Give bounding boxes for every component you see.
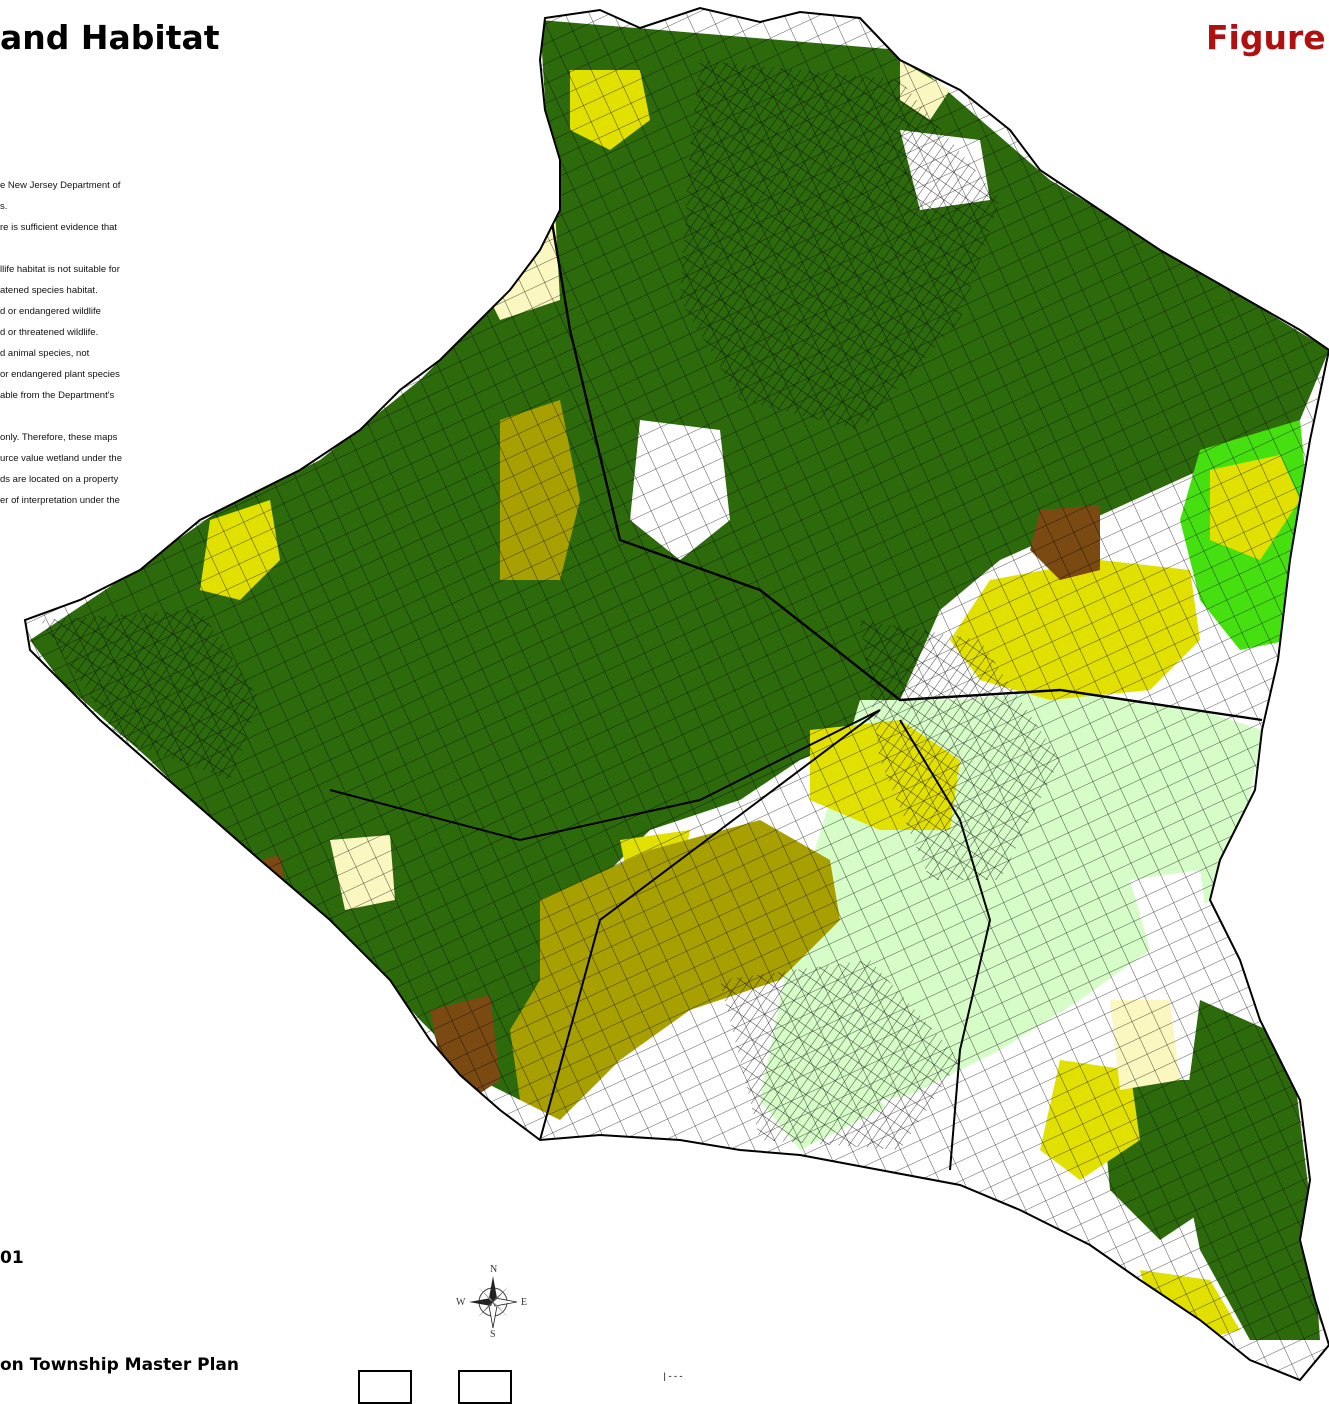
note-line: ds are located on a property (0, 474, 119, 485)
road-southwest (539, 709, 881, 1141)
note-line: atened species habitat. (0, 285, 98, 296)
note-line: d animal species, not (0, 348, 90, 359)
dense-parcels-north (680, 60, 1000, 430)
note-line: re is sufficient evidence that (0, 222, 118, 233)
note-line: d or threatened wildlife. (0, 327, 99, 338)
dense-parcels-center (860, 620, 1060, 880)
compass-s: S (490, 1329, 496, 1338)
note-line: llife habitat is not suitable for (0, 264, 120, 275)
road-diagonal (329, 709, 881, 842)
compass-e: E (521, 1297, 527, 1308)
scale-bar: |--- (662, 1372, 684, 1382)
road-main (538, 149, 1263, 722)
note-line: urce value wetland under the (0, 453, 122, 464)
note-line: able from the Department's (0, 390, 115, 401)
compass-w: W (456, 1297, 466, 1308)
figure-label: Figure (1206, 18, 1326, 57)
note-line: er of interpretation under the (0, 495, 120, 506)
date-label: 01 (0, 1248, 24, 1268)
note-line: d or endangered wildlife (0, 306, 101, 317)
compass-rose-icon: N S E W (456, 1264, 527, 1338)
road-south (899, 719, 992, 1171)
dense-parcels-west (40, 610, 260, 780)
plan-title: on Township Master Plan (0, 1355, 239, 1375)
note-line: only. Therefore, these maps (0, 432, 118, 443)
note-line: s. (0, 201, 8, 212)
note-line: or endangered plant species (0, 369, 120, 380)
map-title: and Habitat (0, 18, 220, 57)
note-line: e New Jersey Department of (0, 180, 121, 191)
compass-n: N (490, 1264, 497, 1275)
dense-parcels-south (720, 960, 960, 1150)
legend-swatch-2 (458, 1370, 512, 1404)
legend-swatch-1 (358, 1370, 412, 1404)
